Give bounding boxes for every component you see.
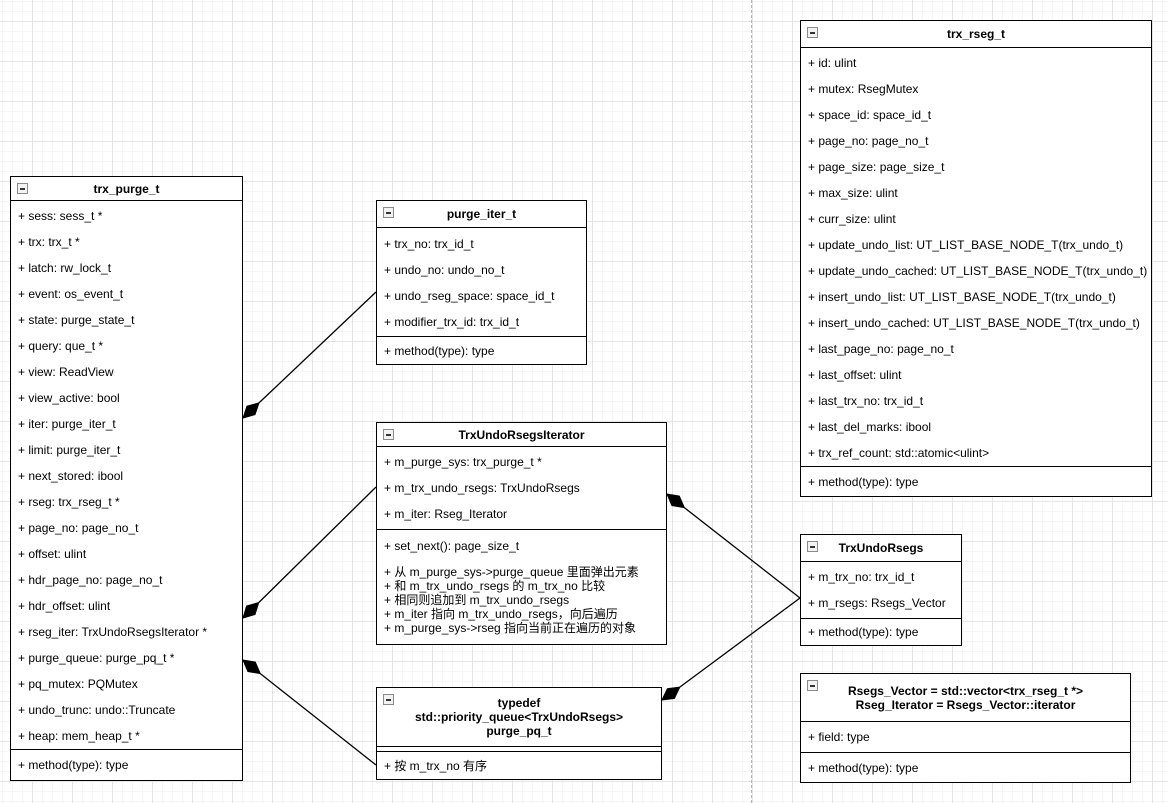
field-row: + m_rsegs: Rsegs_Vector xyxy=(808,596,946,610)
field-row: + field: type xyxy=(808,730,870,744)
field-row: + heap: mem_heap_t * xyxy=(18,729,140,743)
field-row: + undo_rseg_space: space_id_t xyxy=(384,289,555,303)
method-row: + method(type): type xyxy=(808,760,919,775)
class-purge-iter-t[interactable]: purge_iter_t + trx_no: trx_id_t + undo_no… xyxy=(376,200,587,365)
field-row: + event: os_event_t xyxy=(18,287,124,301)
method-row: + method(type): type xyxy=(384,343,495,358)
field-row: + sess: sess_t * xyxy=(18,209,103,223)
field-row: + update_undo_list: UT_LIST_BASE_NODE_T(… xyxy=(808,238,1124,252)
field-row: + view_active: bool xyxy=(18,391,120,405)
field-row: + page_no: page_no_t xyxy=(18,521,139,535)
field-row: + last_trx_no: trx_id_t xyxy=(808,394,924,408)
field-row: + hdr_offset: ulint xyxy=(18,599,111,613)
field-row: + update_undo_cached: UT_LIST_BASE_NODE_… xyxy=(808,264,1148,278)
field-row: + last_page_no: page_no_t xyxy=(808,342,954,356)
class-trx-undo-rsegs[interactable]: TrxUndoRsegs + m_trx_no: trx_id_t + m_rse… xyxy=(800,534,962,646)
field-row: + modifier_trx_id: trx_id_t xyxy=(384,315,520,329)
note-row: + 从 m_purge_sys->purge_queue 里面弹出元素 xyxy=(384,565,639,579)
composition-edge-purge-pq-to-trx-undo-rsegs[interactable] xyxy=(661,597,801,701)
class-title-line: typedef xyxy=(497,696,541,710)
note-row: + 按 m_trx_no 有序 xyxy=(384,758,488,773)
class-title: trx_purge_t xyxy=(93,181,160,196)
field-row: + curr_size: ulint xyxy=(808,212,896,226)
composition-edge-trx-purge-to-purge-iter[interactable] xyxy=(242,291,377,419)
collapse-icon[interactable] xyxy=(383,694,394,705)
class-title-line: Rseg_Iterator = Rsegs_Vector::iterator xyxy=(855,697,1076,712)
class-trx-undo-rsegs-iterator[interactable]: TrxUndoRsegsIterator + m_purge_sys: trx_… xyxy=(376,422,667,645)
field-row: + page_size: page_size_t xyxy=(808,160,945,174)
note-row: + 和 m_trx_undo_rsegs 的 m_trx_no 比较 xyxy=(384,579,606,593)
composition-edge-trx-purge-to-rsegs-iterator[interactable] xyxy=(242,486,377,619)
field-row: + m_trx_undo_rsegs: TrxUndoRsegs xyxy=(384,481,580,495)
collapse-icon[interactable] xyxy=(17,183,28,194)
field-row: + max_size: ulint xyxy=(808,186,898,200)
field-row: + m_purge_sys: trx_purge_t * xyxy=(384,455,542,469)
collapse-icon[interactable] xyxy=(807,680,818,691)
class-title: trx_rseg_t xyxy=(946,27,1006,41)
field-row: + insert_undo_cached: UT_LIST_BASE_NODE_… xyxy=(808,316,1140,330)
note-row: + m_iter 指向 m_trx_undo_rsegs，向后遍历 xyxy=(384,607,618,621)
field-row: + undo_no: undo_no_t xyxy=(384,263,505,277)
page-boundary-guide xyxy=(751,0,752,803)
field-row: + pq_mutex: PQMutex xyxy=(18,677,138,691)
field-row: + m_iter: Rseg_Iterator xyxy=(384,507,508,521)
field-row: + iter: purge_iter_t xyxy=(18,417,116,431)
collapse-icon[interactable] xyxy=(807,541,818,552)
field-row: + page_no: page_no_t xyxy=(808,134,929,148)
composition-edge-rsegs-iterator-to-trx-undo-rsegs[interactable] xyxy=(666,493,801,599)
field-row: + hdr_page_no: page_no_t xyxy=(18,573,163,587)
class-trx-rseg-t[interactable]: trx_rseg_t + id: ulint + mutex: RsegMutex… xyxy=(800,20,1152,497)
field-row: + mutex: RsegMutex xyxy=(808,82,919,96)
field-row: + trx: trx_t * xyxy=(18,235,80,249)
field-row: + trx_ref_count: std::atomic<ulint> xyxy=(808,446,990,460)
collapse-icon[interactable] xyxy=(807,27,818,38)
field-row: + undo_trunc: undo::Truncate xyxy=(18,703,176,717)
collapse-icon[interactable] xyxy=(383,207,394,218)
composition-edge-trx-purge-to-purge-pq[interactable] xyxy=(242,659,377,766)
note-row: + 相同则追加到 m_trx_undo_rsegs xyxy=(384,593,570,607)
field-row: + trx_no: trx_id_t xyxy=(384,237,474,251)
class-title-line: purge_pq_t xyxy=(486,724,552,738)
field-row: + space_id: space_id_t xyxy=(808,108,932,122)
method-row: + set_next(): page_size_t xyxy=(384,539,520,553)
field-row: + purge_queue: purge_pq_t * xyxy=(18,651,175,665)
note-row: + m_purge_sys->rseg 指向当前正在遍历的对象 xyxy=(384,621,637,635)
class-purge-pq-t[interactable]: typedef std::priority_queue<TrxUndoRsegs… xyxy=(376,687,662,780)
field-row: + insert_undo_list: UT_LIST_BASE_NODE_T(… xyxy=(808,290,1116,304)
field-row: + view: ReadView xyxy=(18,365,114,379)
field-row: + rseg: trx_rseg_t * xyxy=(18,495,120,509)
field-row: + latch: rw_lock_t xyxy=(18,261,112,275)
field-row: + last_del_marks: ibool xyxy=(808,420,932,434)
class-trx-purge-t[interactable]: trx_purge_t + sess: sess_t * + trx: trx_t… xyxy=(10,176,243,781)
field-row: + rseg_iter: TrxUndoRsegsIterator * xyxy=(18,625,208,639)
field-row: + offset: ulint xyxy=(18,547,87,561)
field-row: + state: purge_state_t xyxy=(18,313,135,327)
method-row: + method(type): type xyxy=(18,758,129,772)
field-row: + query: que_t * xyxy=(18,339,104,353)
class-title: TrxUndoRsegs xyxy=(838,541,924,555)
class-title-line: Rsegs_Vector = std::vector<trx_rseg_t *> xyxy=(847,683,1084,698)
field-row: + id: ulint xyxy=(808,56,857,70)
method-row: + method(type): type xyxy=(808,474,919,489)
collapse-icon[interactable] xyxy=(383,429,394,440)
method-row: + method(type): type xyxy=(808,625,919,639)
field-row: + limit: purge_iter_t xyxy=(18,443,121,457)
field-row: + next_stored: ibool xyxy=(18,469,124,483)
field-row: + m_trx_no: trx_id_t xyxy=(808,570,915,584)
class-title-line: std::priority_queue<TrxUndoRsegs> xyxy=(414,710,624,724)
class-title: purge_iter_t xyxy=(446,207,517,221)
class-rsegs-vector[interactable]: Rsegs_Vector = std::vector<trx_rseg_t *>… xyxy=(800,673,1131,783)
field-row: + last_offset: ulint xyxy=(808,368,902,382)
class-title: TrxUndoRsegsIterator xyxy=(458,427,585,442)
